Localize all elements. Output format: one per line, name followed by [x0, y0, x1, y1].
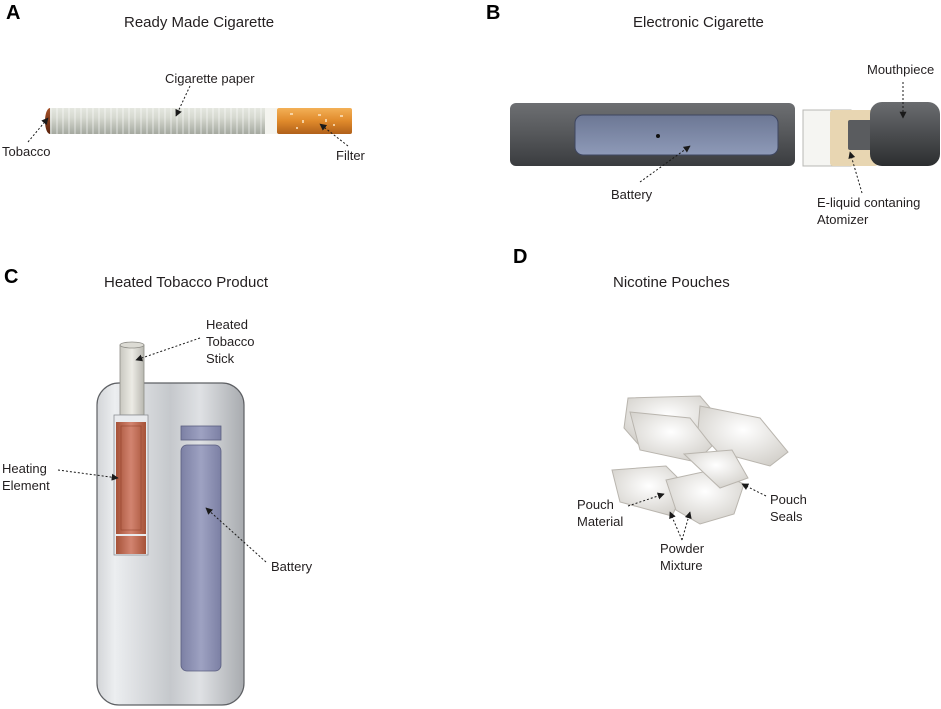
- label-heating-element: Heating Element: [2, 460, 50, 494]
- label-stick-line-2: Tobacco: [206, 334, 255, 349]
- label-seals-line-1: Pouch: [770, 492, 807, 507]
- hnb-battery: [180, 444, 222, 672]
- pouch: [682, 449, 749, 489]
- leader-filter: [319, 123, 349, 147]
- panel-a-title: Ready Made Cigarette: [124, 14, 275, 31]
- label-powder-mixture: Powder Mixture: [660, 540, 704, 574]
- label-e-liquid-line-2: Atomizer: [817, 212, 869, 227]
- heating-element: [116, 422, 146, 534]
- e-cig-mouthpiece: [870, 102, 940, 166]
- label-seals-line-2: Seals: [770, 509, 803, 524]
- tipping-band: [265, 108, 277, 134]
- label-pouch-seals: Pouch Seals: [770, 491, 807, 525]
- leader-e-liquid: [848, 151, 863, 194]
- label-stick-line-1: Heated: [206, 317, 248, 332]
- label-tobacco: Tobacco: [2, 144, 51, 159]
- cigarette-filter: [277, 108, 352, 134]
- label-heating-line-1: Heating: [2, 461, 47, 476]
- label-heated-tobacco-stick: Heated Tobacco Stick: [206, 316, 254, 367]
- label-material-line-2: Material: [577, 514, 624, 529]
- heated-tobacco-device: [96, 341, 245, 706]
- label-e-liquid-line-1: E-liquid contaning: [817, 195, 921, 210]
- label-material-line-1: Pouch: [577, 497, 614, 512]
- panel-letter-b: B: [486, 2, 501, 24]
- e-cigarette-illustration: [510, 102, 940, 167]
- heated-tobacco-stick: [119, 344, 145, 416]
- cigarette-paper-body: [50, 108, 265, 134]
- leader-powder-left: [669, 511, 683, 541]
- label-powder-line-2: Mixture: [660, 558, 703, 573]
- label-ecig-battery: Battery: [611, 187, 653, 202]
- cigarette-illustration: [45, 108, 352, 134]
- label-cigarette-paper: Cigarette paper: [165, 71, 255, 86]
- panel-b-title: Electronic Cigarette: [633, 14, 764, 31]
- label-heating-line-2: Element: [2, 478, 50, 493]
- label-e-liquid: E-liquid contaning Atomizer: [817, 194, 920, 228]
- nicotine-pouches: [611, 395, 789, 525]
- panel-d-title: Nicotine Pouches: [613, 274, 730, 291]
- label-mouthpiece: Mouthpiece: [867, 62, 935, 77]
- label-hnb-battery: Battery: [271, 559, 313, 574]
- panel-letter-c: C: [4, 266, 19, 288]
- leader-heated-stick: [135, 337, 201, 362]
- panel-letter-d: D: [513, 246, 528, 268]
- e-cig-battery-window: [574, 114, 779, 156]
- battery-contact: [180, 425, 222, 441]
- panel-letter-a: A: [6, 2, 21, 24]
- leader-pouch-seals: [741, 483, 767, 497]
- label-filter: Filter: [336, 148, 365, 163]
- label-pouch-material: Pouch Material: [577, 496, 623, 530]
- label-stick-line-3: Stick: [206, 351, 235, 366]
- leader-powder-right: [681, 511, 692, 541]
- leader-cigarette-paper: [175, 85, 191, 117]
- leader-tobacco: [27, 117, 49, 143]
- leader-hnb-battery: [205, 507, 267, 563]
- panel-c-title: Heated Tobacco Product: [104, 274, 268, 291]
- label-powder-line-1: Powder: [660, 541, 705, 556]
